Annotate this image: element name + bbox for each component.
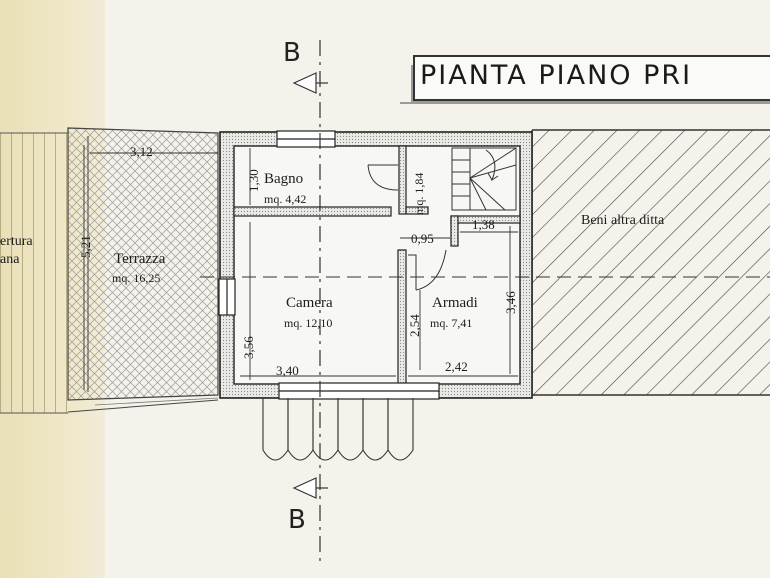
room-area-bagno: mq. 4,42 bbox=[264, 192, 307, 206]
outer-walls bbox=[219, 131, 533, 399]
dim-armadi-width: 2,42 bbox=[445, 359, 468, 374]
section-mark-bottom: B bbox=[288, 505, 306, 535]
dim-camera-depth: 3,56 bbox=[241, 336, 256, 359]
dimension-lines bbox=[83, 145, 518, 390]
dim-camera-width: 3,40 bbox=[276, 363, 299, 378]
room-name-armadi: Armadi bbox=[432, 295, 478, 311]
dim-terrazza-width: 3,12 bbox=[130, 144, 153, 159]
room-area-armadi: mq. 7,41 bbox=[430, 316, 473, 330]
section-line bbox=[292, 40, 328, 565]
roof-label-line2: ana bbox=[0, 252, 20, 267]
stairs bbox=[451, 147, 517, 211]
roof-label-line1: ertura bbox=[0, 234, 33, 249]
section-mark-top: B bbox=[283, 38, 301, 68]
roof-tiles bbox=[262, 398, 414, 461]
dim-terrazza-depth: 5,21 bbox=[78, 235, 93, 258]
roof-covering bbox=[0, 132, 68, 414]
terrace-area bbox=[67, 127, 219, 413]
drawing-title: PIANTA PIANO PRI bbox=[420, 60, 693, 91]
neighbor-property-label: Beni altra ditta bbox=[581, 213, 665, 228]
room-name-bagno: Bagno bbox=[264, 171, 304, 187]
interior-walls bbox=[233, 145, 521, 385]
dim-closet-depth: 2,54 bbox=[407, 314, 422, 337]
dim-door-gap: 0,95 bbox=[411, 231, 434, 246]
title-frame bbox=[413, 55, 770, 101]
dim-armadi-top: 1,38 bbox=[472, 217, 495, 232]
room-area-terrazza: mq. 16,25 bbox=[112, 271, 161, 285]
room-name-camera: Camera bbox=[286, 295, 333, 311]
room-name-terrazza: Terrazza bbox=[114, 251, 166, 267]
room-area-disimpegno: mq. 1,84 bbox=[412, 172, 426, 215]
dim-bagno-depth: 1,30 bbox=[246, 169, 261, 192]
neighbor-property-hatch bbox=[531, 129, 770, 396]
room-area-camera: mq. 12,10 bbox=[284, 316, 333, 330]
dim-armadi-depth: 3,46 bbox=[503, 291, 518, 314]
